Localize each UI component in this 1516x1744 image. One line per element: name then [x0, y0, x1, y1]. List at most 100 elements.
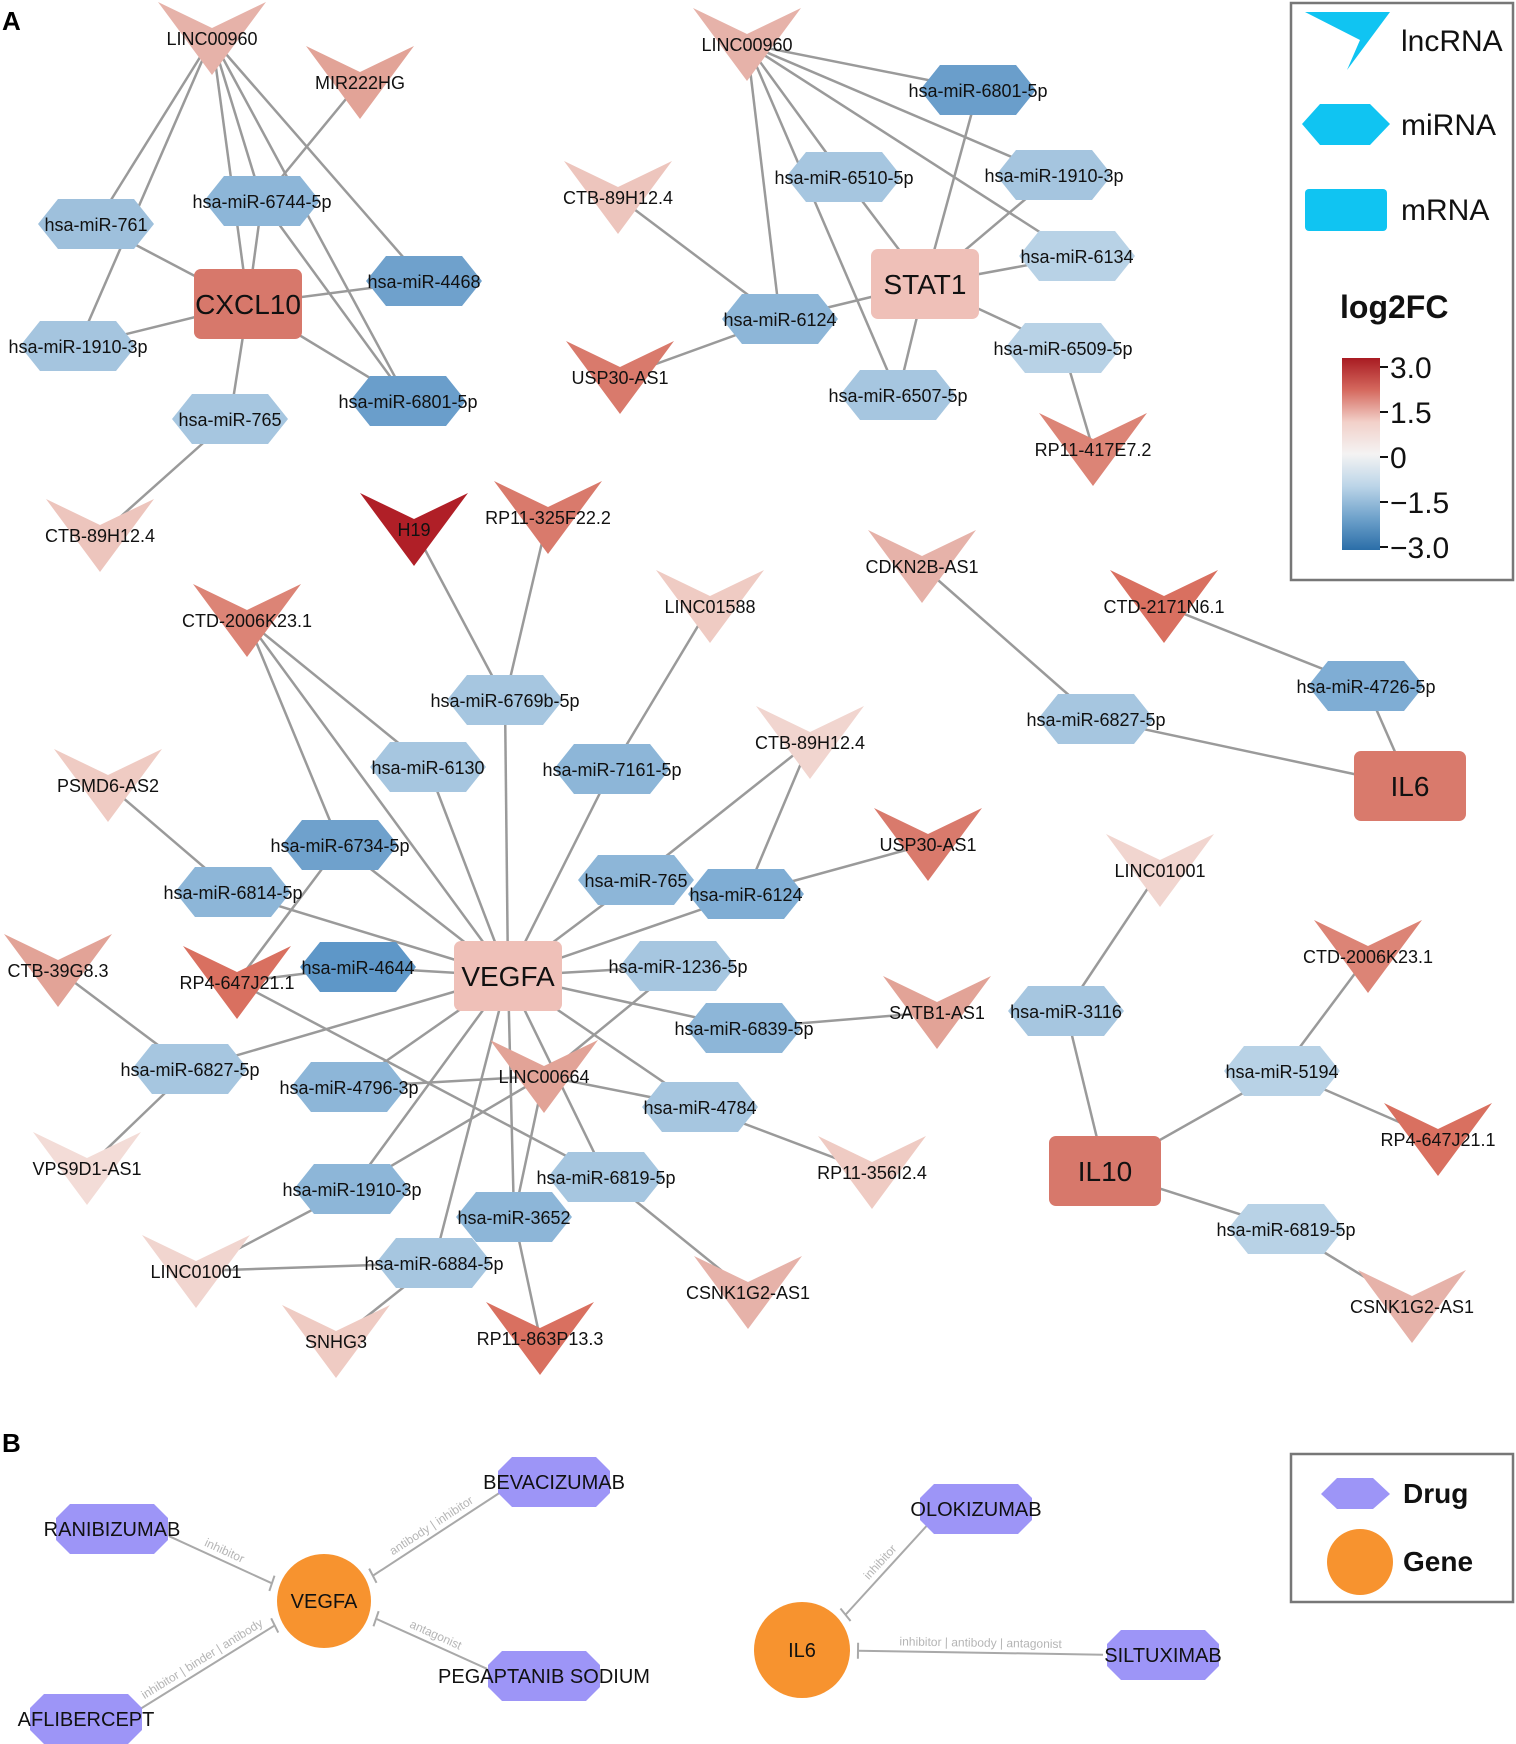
lncrna-node: LINC00664	[490, 1040, 598, 1113]
drug-node: BEVACIZUMAB	[483, 1457, 625, 1507]
mirna-node: hsa-miR-6124	[688, 869, 804, 919]
lncrna-shape	[490, 1040, 598, 1113]
gene-node: IL6	[754, 1602, 850, 1698]
lncrna-label: RP11-863P13.3	[477, 1329, 604, 1349]
mirna-label: hsa-miR-5194	[1225, 1062, 1338, 1082]
mirna-shape	[132, 1044, 248, 1094]
drug-shape	[920, 1484, 1032, 1534]
mirna-label: hsa-miR-6827-5p	[1026, 710, 1165, 730]
interaction-edge	[745, 43, 782, 320]
mirna-label: hsa-miR-1236-5p	[608, 957, 747, 977]
lncrna-node: RP4-647J21.1	[179, 946, 295, 1019]
lncrna-label: CSNK1G2-AS1	[1350, 1297, 1474, 1317]
interaction-edge	[210, 37, 264, 202]
mirna-shape	[1308, 661, 1424, 711]
drug-gene-edge	[139, 1624, 276, 1711]
lncrna-label: H19	[397, 520, 430, 540]
edge-relation-label: antibody | inhibitor	[387, 1493, 476, 1558]
mirna-shape	[786, 152, 902, 202]
mirna-shape	[366, 256, 482, 306]
mirna-node: hsa-miR-6801-5p	[908, 65, 1048, 115]
mirna-shape	[291, 1062, 407, 1112]
drug-shape	[30, 1694, 142, 1744]
inhibition-bar	[270, 1617, 280, 1634]
mirna-label: hsa-miR-6507-5p	[828, 386, 967, 406]
mirna-label: hsa-miR-1910-3p	[984, 166, 1123, 186]
drug-label: SILTUXIMAB	[1104, 1645, 1221, 1667]
drug-node: SILTUXIMAB	[1104, 1630, 1222, 1680]
scale-tick-label: 0	[1390, 442, 1407, 475]
lncrna-shape	[282, 1305, 390, 1378]
interaction-edge	[921, 565, 1097, 720]
mirna-label: hsa-miR-4796-3p	[279, 1078, 418, 1098]
mirna-shape	[554, 744, 670, 794]
lncrna-shape	[1039, 413, 1147, 486]
lncrna-node: RP11-863P13.3	[477, 1302, 604, 1375]
interaction-edge	[210, 37, 250, 305]
mrna-shape	[1049, 1136, 1161, 1206]
network-a-edges	[57, 37, 1439, 1342]
scale-tick-label: 3.0	[1390, 352, 1432, 385]
scale-tick-label: 1.5	[1390, 397, 1432, 430]
mirna-shape	[920, 65, 1036, 115]
lncrna-node: CTD-2006K23.1	[1303, 920, 1433, 993]
lncrna-shape	[306, 46, 414, 119]
mirna-node: hsa-miR-6509-5p	[993, 323, 1133, 373]
lncrna-label: PSMD6-AS2	[57, 776, 159, 796]
mirna-shape	[294, 1164, 410, 1214]
mirna-shape	[996, 150, 1112, 200]
lncrna-shape	[46, 499, 154, 572]
mirna-shape	[1224, 1046, 1340, 1096]
lncrna-label: CDKN2B-AS1	[865, 557, 978, 577]
mrna-shape	[454, 941, 562, 1011]
mirna-node: hsa-miR-7161-5p	[542, 744, 682, 794]
mirna-node: hsa-miR-6769b-5p	[430, 675, 580, 725]
interaction-edge	[745, 43, 900, 396]
mirna-shape	[686, 1003, 802, 1053]
drug-node: AFLIBERCEPT	[18, 1694, 154, 1744]
gene-label: IL6	[788, 1640, 816, 1662]
interaction-edge	[236, 980, 607, 1179]
drug-node: OLOKIZUMAB	[910, 1484, 1042, 1534]
lncrna-label: RP11-356I2.4	[817, 1163, 927, 1183]
lncrna-node: RP11-417E7.2	[1035, 413, 1151, 486]
lncrna-node: RP4-647J21.1	[1380, 1103, 1496, 1176]
mirna-shape	[578, 855, 694, 905]
mirna-shape	[204, 176, 320, 226]
lncrna-shape	[693, 8, 801, 81]
mrna-label: CXCL10	[195, 289, 301, 320]
lncrna-node: RP11-325F22.2	[485, 481, 611, 554]
mirna-label: hsa-miR-6734-5p	[270, 836, 409, 856]
lncrna-shape	[883, 976, 991, 1049]
lncrna-shape	[1110, 570, 1218, 643]
mirna-label: hsa-miR-6884-5p	[364, 1254, 503, 1274]
mirna-node: hsa-miR-1910-3p	[8, 321, 148, 371]
lncrna-label: RP4-647J21.1	[1380, 1130, 1495, 1150]
legend-b: Drug Gene	[1289, 1452, 1515, 1604]
lncrna-shape	[656, 570, 764, 643]
drug-gene-edge	[372, 1491, 502, 1577]
lncrna-node: PSMD6-AS2	[54, 749, 162, 822]
lncrna-shape	[158, 2, 266, 75]
lncrna-label: CTD-2006K23.1	[1303, 947, 1433, 967]
lncrna-shape	[694, 1256, 802, 1329]
lncrna-node: CTB-89H12.4	[563, 161, 673, 234]
lncrna-label: LINC00960	[166, 29, 257, 49]
scale-tick-label: −1.5	[1390, 487, 1449, 520]
mirna-label: hsa-miR-4644	[301, 958, 414, 978]
mirna-label: hsa-miR-6839-5p	[674, 1019, 813, 1039]
lncrna-shape	[54, 749, 162, 822]
mirna-shape	[1019, 231, 1135, 281]
mirna-node: hsa-miR-3652	[456, 1192, 572, 1242]
mirna-label: hsa-miR-6124	[689, 885, 802, 905]
interaction-edge	[260, 200, 410, 402]
mirna-label: hsa-miR-6801-5p	[338, 392, 477, 412]
mrna-node: VEGFA	[454, 941, 562, 1011]
lncrna-shape	[1384, 1103, 1492, 1176]
lncrna-label: LINC00664	[498, 1067, 589, 1087]
mrna-node: IL6	[1354, 751, 1466, 821]
lncrna-label: MIR222HG	[315, 73, 405, 93]
mirna-node: hsa-miR-5194	[1224, 1046, 1340, 1096]
lncrna-label: CTD-2006K23.1	[182, 611, 312, 631]
lncrna-shape	[756, 706, 864, 779]
